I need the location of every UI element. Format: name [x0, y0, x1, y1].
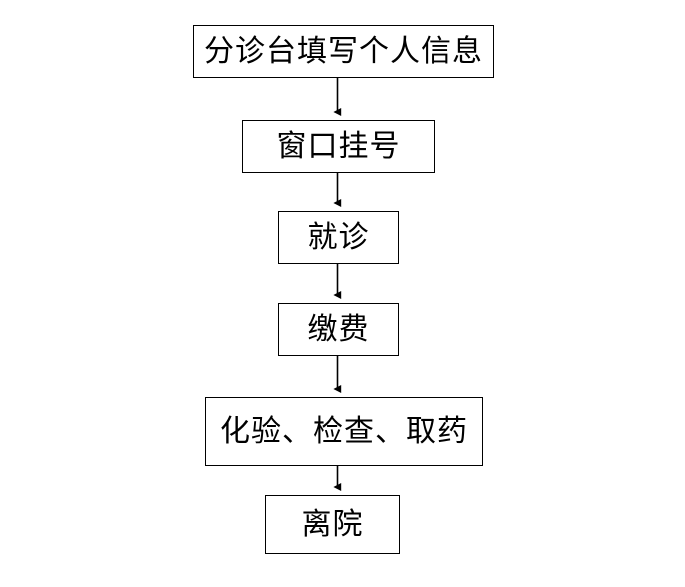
flow-node-consultation[interactable]: 就诊 [278, 211, 399, 264]
flow-node-label: 就诊 [307, 219, 370, 255]
flow-node-label: 窗口挂号 [276, 128, 401, 164]
flow-node-label: 化验、检查、取药 [220, 413, 468, 449]
flow-node-leave-hospital[interactable]: 离院 [265, 495, 400, 554]
flow-node-label: 缴费 [307, 311, 370, 347]
flow-node-label: 分诊台填写个人信息 [204, 33, 483, 69]
flow-node-tests-exams-medicine[interactable]: 化验、检查、取药 [205, 397, 483, 466]
flow-node-label: 离院 [301, 506, 364, 542]
flow-node-window-registration[interactable]: 窗口挂号 [242, 120, 435, 173]
flow-node-triage-form[interactable]: 分诊台填写个人信息 [193, 25, 494, 78]
flow-node-payment[interactable]: 缴费 [278, 303, 399, 356]
